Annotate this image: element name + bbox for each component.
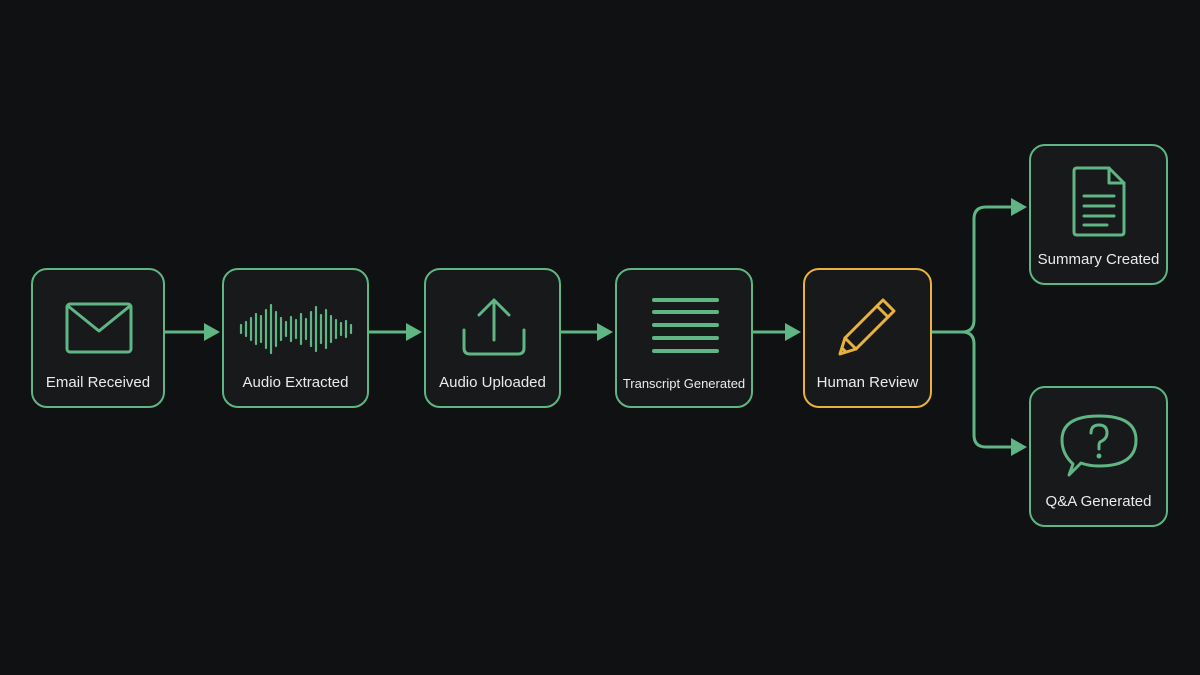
edge-review-to-summary — [930, 198, 1027, 334]
node-label: Q&A Generated — [1045, 493, 1152, 510]
edge-audio-extracted-to-audio-uploaded — [367, 323, 422, 341]
node-label: Human Review — [816, 374, 919, 391]
edge-audio-uploaded-to-transcript — [559, 323, 613, 341]
node-label: Email Received — [45, 374, 151, 391]
node-human-review: Human Review — [803, 268, 932, 408]
document-icon — [1072, 166, 1126, 237]
question-bubble-icon — [1060, 414, 1138, 477]
waveform-icon — [239, 303, 353, 355]
node-label: Audio Extracted — [242, 374, 349, 391]
node-qa-generated: Q&A Generated — [1029, 386, 1168, 527]
node-email-received: Email Received — [31, 268, 165, 408]
node-audio-uploaded: Audio Uploaded — [424, 268, 561, 408]
node-transcript-generated: Transcript Generated — [615, 268, 753, 408]
envelope-icon — [65, 302, 133, 354]
edge-transcript-to-review — [751, 323, 801, 341]
node-label: Audio Uploaded — [439, 374, 546, 391]
edge-review-to-qa — [960, 330, 1027, 456]
node-summary-created: Summary Created — [1029, 144, 1168, 285]
lines-icon — [652, 298, 719, 353]
pencil-icon — [838, 298, 896, 356]
node-audio-extracted: Audio Extracted — [222, 268, 369, 408]
upload-icon — [462, 298, 526, 356]
node-label: Transcript Generated — [622, 376, 746, 391]
node-label: Summary Created — [1037, 251, 1160, 268]
edge-email-to-audio-extracted — [163, 323, 220, 341]
